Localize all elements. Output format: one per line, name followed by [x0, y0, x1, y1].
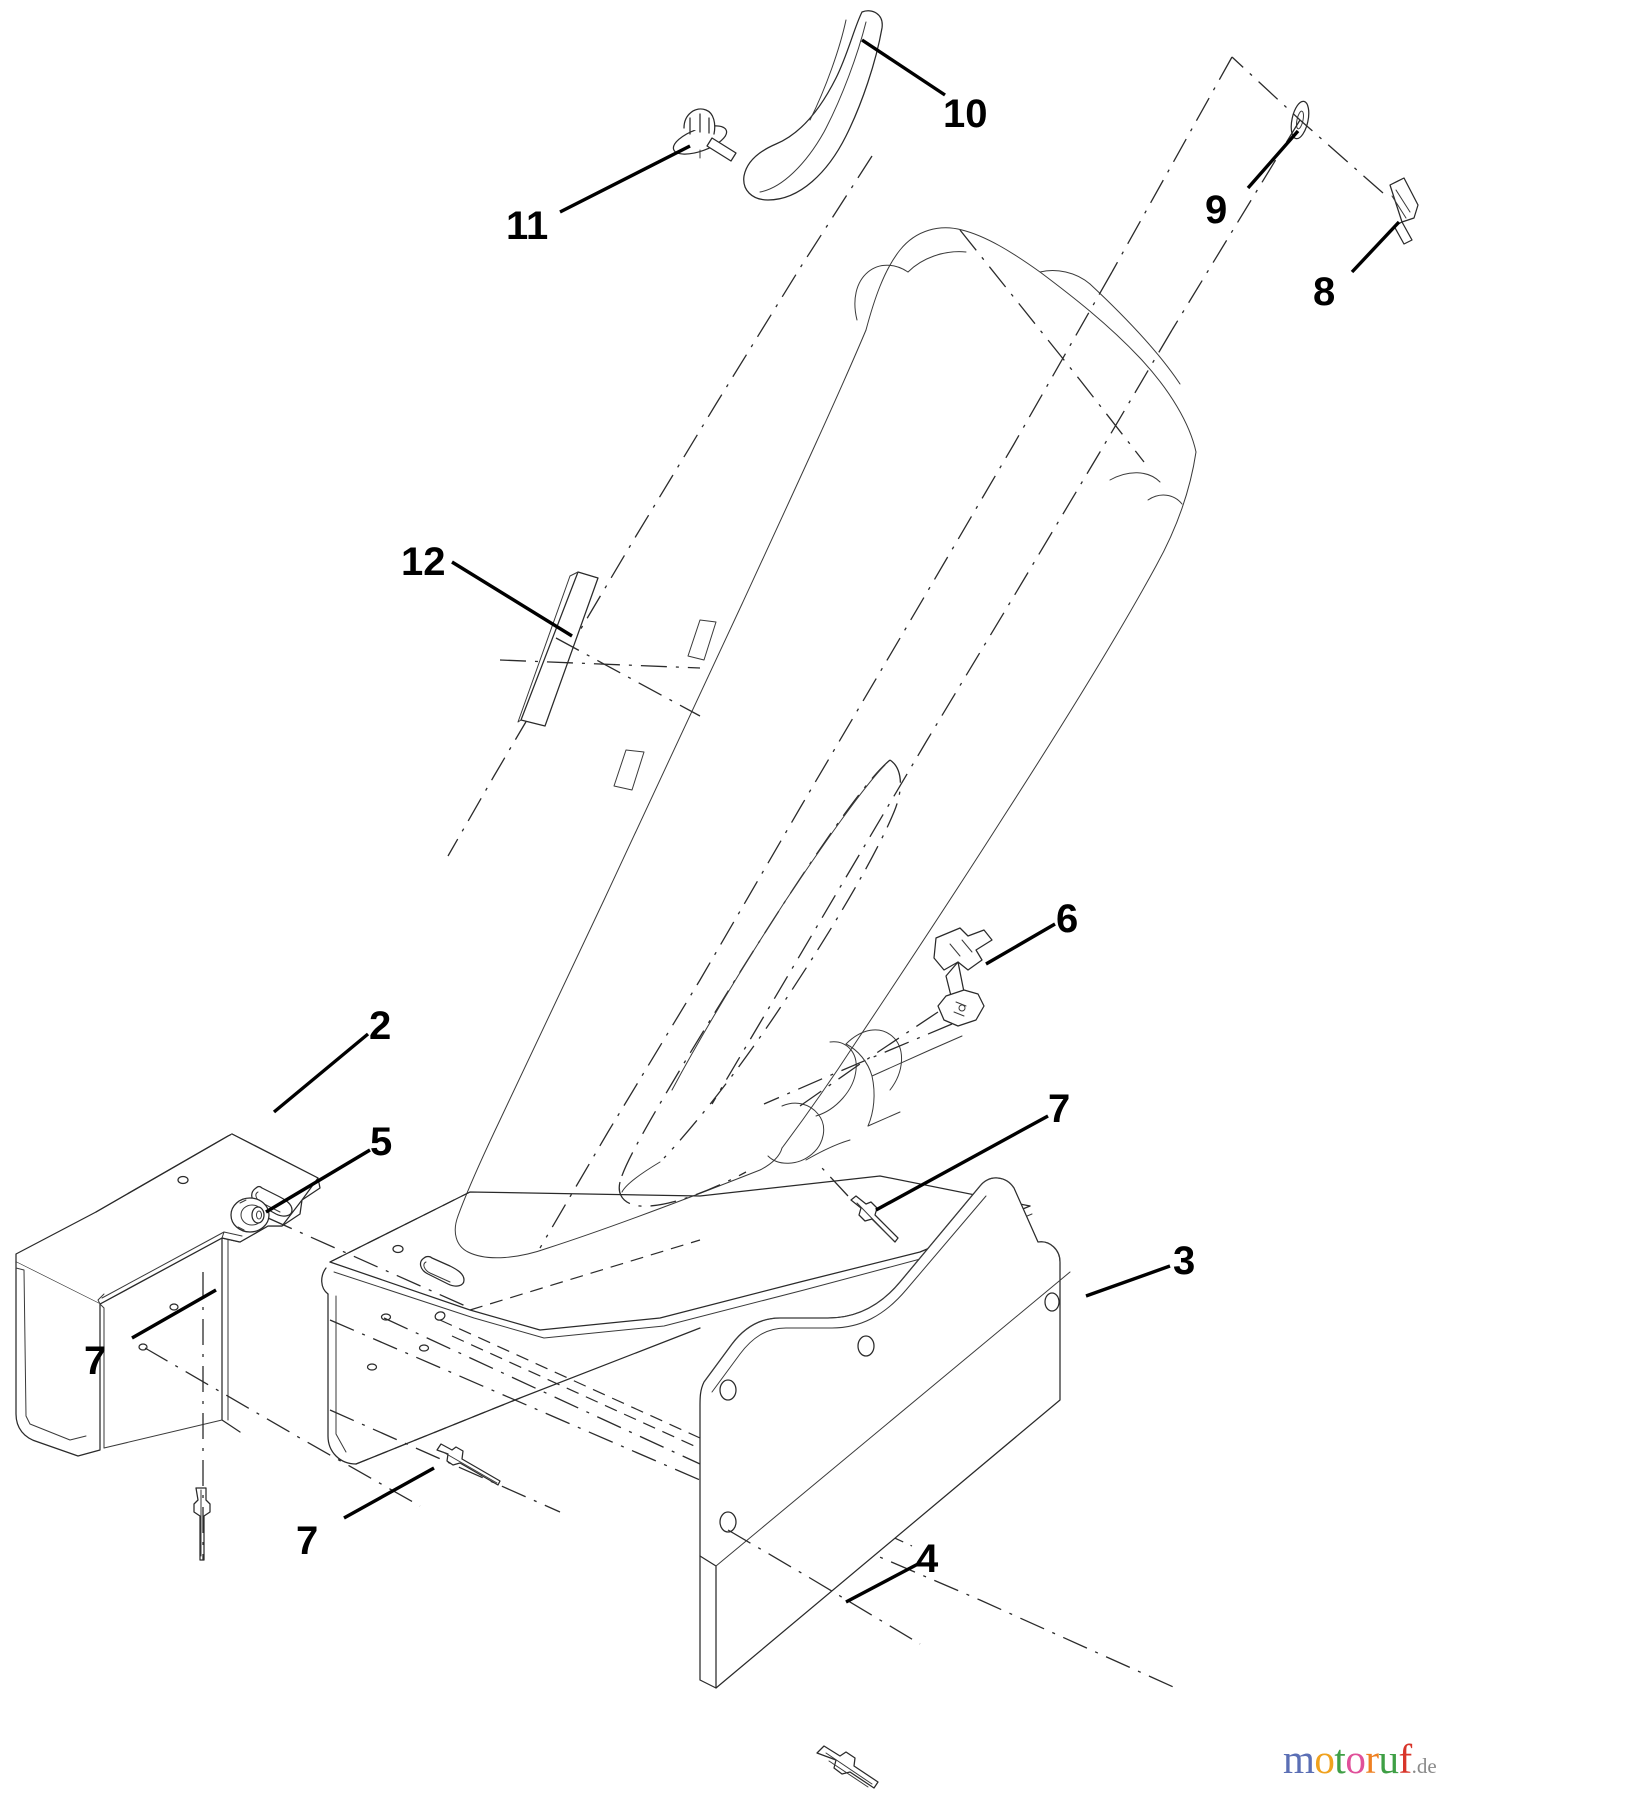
leader-3	[1085, 1264, 1171, 1298]
callout-label-6: 6	[1056, 897, 1079, 941]
wm-letter-f: f	[1398, 1736, 1412, 1782]
leader-11	[559, 144, 691, 214]
part-7a-rivet-left	[193, 1272, 211, 1561]
leader-10	[861, 38, 946, 97]
leader-lines	[131, 38, 1401, 1604]
main-chute-body	[454, 227, 1197, 1259]
part-8-shoulder-bolt	[1389, 177, 1419, 245]
part-2-mounting-bracket	[15, 1133, 421, 1507]
callout-label-10: 10	[943, 92, 988, 136]
leader-12	[451, 560, 573, 638]
wm-letter-o1: o	[1314, 1736, 1335, 1782]
callout-label-9: 9	[1205, 188, 1228, 232]
chute-support-wing	[805, 1035, 963, 1161]
leader-4	[845, 1562, 919, 1604]
wm-letter-m: m	[1283, 1736, 1315, 1782]
callout-label-7c: 7	[84, 1339, 107, 1383]
wm-letter-r: r	[1365, 1736, 1379, 1782]
callout-label-4: 4	[916, 1537, 939, 1581]
callout-label-11: 11	[506, 204, 549, 248]
callout-label-3: 3	[1173, 1239, 1196, 1283]
part-12-deflector-plate	[499, 571, 701, 727]
leader-6	[985, 922, 1056, 966]
leader-7b	[875, 1114, 1049, 1212]
callout-label-5: 5	[370, 1120, 393, 1164]
wm-letter-t: t	[1334, 1736, 1346, 1782]
callout-label-7b: 7	[1048, 1087, 1071, 1131]
leader-5	[265, 1148, 371, 1214]
part-5-grommet-nut	[230, 1197, 471, 1309]
wm-letter-u: u	[1378, 1736, 1399, 1782]
leader-2	[272, 1032, 370, 1114]
wm-letter-o2: o	[1345, 1736, 1366, 1782]
callout-label-2: 2	[369, 1004, 392, 1048]
callout-label-8: 8	[1313, 270, 1336, 314]
motoruf-watermark: motoruf.de	[1283, 1739, 1437, 1780]
callout-label-7d: 7	[296, 1519, 319, 1563]
part-4-hex-screw	[816, 1745, 879, 1789]
callout-label-12: 12	[401, 540, 446, 584]
wm-tld: .de	[1411, 1754, 1437, 1778]
leader-7c	[131, 1288, 217, 1340]
chute-interior-outline	[618, 759, 903, 1207]
part-11-handle-knob	[672, 108, 737, 162]
leader-9	[1246, 129, 1300, 190]
leader-8	[1350, 220, 1401, 274]
part-6-latch-knob	[763, 927, 993, 1107]
assembly-centerlines-top	[1111, 56, 1384, 331]
part-7b-rivet-right	[821, 1167, 899, 1243]
chute-phantom-lines	[447, 155, 1173, 1249]
part-3-side-support-plate	[699, 1177, 1071, 1689]
part-7d-rivet-bottom	[436, 1443, 501, 1486]
leader-7d	[343, 1466, 435, 1520]
